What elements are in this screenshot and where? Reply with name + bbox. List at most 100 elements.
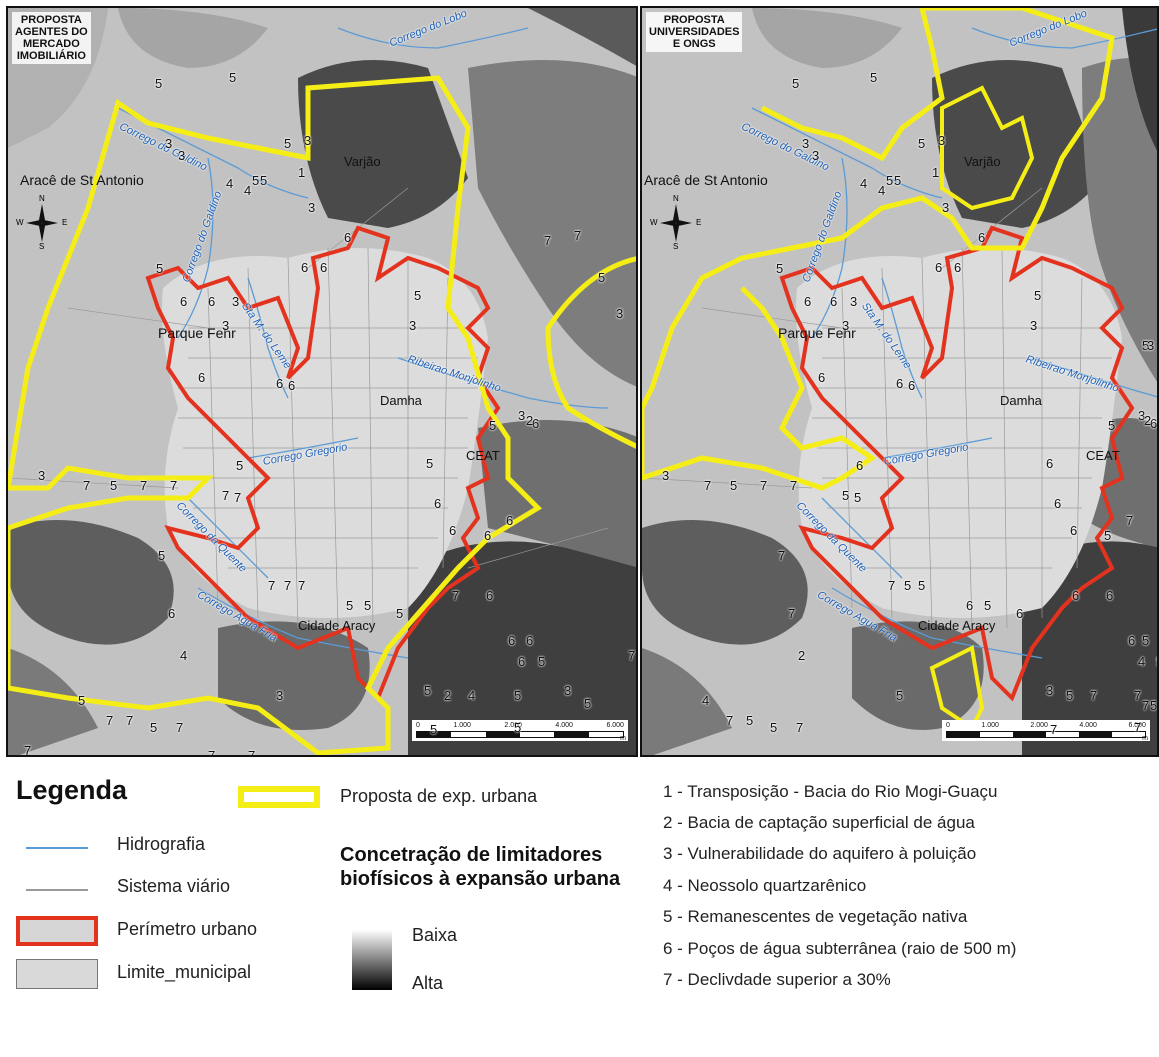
- constraint-code-label: 6: [486, 588, 494, 603]
- constraint-code-label: 3: [1138, 408, 1146, 423]
- zone-dark: [408, 541, 636, 755]
- urban-perimeter: [145, 225, 501, 702]
- constraint-code-label: 7: [83, 478, 91, 493]
- place-parque-fehr: Parque Fehr: [158, 325, 236, 341]
- zone-dark: [642, 520, 808, 645]
- constraint-code-label: 3: [1030, 318, 1038, 333]
- constraint-code-label: 5: [284, 136, 292, 151]
- scale-tick: 4.000: [555, 722, 573, 729]
- constraint-code-label: 7: [234, 490, 242, 505]
- constraint-code-label: 4: [1138, 654, 1146, 669]
- scale-tick: 0: [416, 722, 420, 729]
- constraint-code-label: 6: [208, 294, 216, 309]
- constraint-code-label: 5: [155, 76, 163, 91]
- constraint-code-label: 3: [616, 306, 624, 321]
- constraint-code-label: 6: [978, 230, 986, 245]
- constraint-code-label: 7: [544, 233, 552, 248]
- constraint-code-label: 3: [662, 468, 670, 483]
- urban-area: [796, 248, 1122, 618]
- constraint-code-label: 3: [276, 688, 284, 703]
- legend-title: Legenda: [16, 775, 128, 805]
- urban-perimeter: [779, 225, 1135, 702]
- legend: Legenda Proposta de exp. urbana Hidrogra…: [0, 760, 1159, 1057]
- constraint-code-label: 3: [308, 200, 316, 215]
- constraint-code-label: 6: [449, 523, 457, 538]
- constraint-code-label: 6: [276, 376, 284, 391]
- constraint-code-label: 5: [156, 261, 164, 276]
- constraint-code-label: 5: [776, 261, 784, 276]
- constraint-code-label: 3: [38, 468, 46, 483]
- compass-e: E: [62, 218, 68, 227]
- constraint-code-label: 3: [842, 318, 850, 333]
- constraint-code-label: 7: [24, 743, 32, 757]
- legend-constraint-1: 1 - Transposição - Bacia do Rio Mogi-Gua…: [663, 782, 998, 801]
- constraint-code-label: 7: [452, 588, 460, 603]
- compass-rose-icon: N S W E: [16, 194, 67, 251]
- constraint-code-label: 6: [908, 378, 916, 393]
- compass-n: N: [673, 194, 679, 203]
- constraint-code-label: 5: [1156, 654, 1157, 669]
- legend-heading-gradient: Concetração de limitadores biofísicos à …: [340, 844, 621, 890]
- constraint-code-label: 4: [468, 688, 476, 703]
- constraint-code-label: 5: [430, 722, 438, 737]
- constraint-code-label: 7: [1142, 698, 1150, 713]
- constraint-code-label: 5: [414, 288, 422, 303]
- zone-mid: [478, 420, 636, 567]
- constraint-code-label: 3: [850, 294, 858, 309]
- constraint-code-label: 5: [489, 418, 497, 433]
- constraint-code-label: 6: [344, 230, 352, 245]
- constraint-code-label: 7: [760, 478, 768, 493]
- legend-gradient-high: Alta: [412, 973, 444, 993]
- constraint-code-label: 3: [938, 133, 946, 148]
- compass-n: N: [39, 194, 45, 203]
- constraint-code-label: 3: [802, 136, 810, 151]
- place-damha: Damha: [380, 393, 422, 408]
- constraint-code-label: 5: [538, 654, 546, 669]
- compass-w: W: [650, 218, 658, 227]
- constraint-code-label: 5: [78, 693, 86, 708]
- zone-mid: [642, 648, 732, 755]
- legend-label-limite: Limite_municipal: [117, 962, 252, 982]
- constraint-code-label: 5: [236, 458, 244, 473]
- constraint-code-label: 6: [1106, 588, 1114, 603]
- legend-gradient-low: Baixa: [412, 925, 458, 945]
- constraint-code-label: 5: [918, 136, 926, 151]
- legend-constraint-4: 4 - Neossolo quartzarênico: [663, 876, 867, 895]
- constraint-code-label: 6: [1072, 588, 1080, 603]
- constraint-code-label: 6: [180, 294, 188, 309]
- constraint-code-label: 3: [304, 133, 312, 148]
- legend-swatch-proposta: [238, 786, 320, 808]
- scale-tick: 1.000: [981, 722, 999, 729]
- constraint-code-label: 5: [1108, 418, 1116, 433]
- place-cidade-aracy: Cidade Aracy: [298, 618, 376, 633]
- constraint-code-label: 5: [1142, 633, 1150, 648]
- constraint-code-label: 6: [1150, 416, 1158, 431]
- constraint-code-label: 5: [746, 713, 754, 728]
- constraint-code-label: 5: [792, 76, 800, 91]
- constraint-code-label: 4: [702, 693, 710, 708]
- constraint-code-label: 7: [1134, 720, 1142, 735]
- constraint-code-label: 6: [301, 260, 309, 275]
- place-ceat: CEAT: [466, 448, 500, 463]
- scale-tick: 2.000: [1030, 722, 1048, 729]
- constraint-code-label: 6: [484, 528, 492, 543]
- constraint-code-label: 7: [176, 720, 184, 735]
- compass-rose-icon: N S W E: [650, 194, 701, 251]
- proposal-boundary-east: [545, 256, 636, 449]
- constraint-code-label: 6: [966, 598, 974, 613]
- constraint-code-label: 5: [260, 173, 268, 188]
- constraint-code-label: 7: [126, 713, 134, 728]
- constraint-code-label: 3: [942, 200, 950, 215]
- constraint-code-label: 6: [508, 633, 516, 648]
- constraint-code-label: 6: [198, 370, 206, 385]
- zone-dark: [218, 621, 370, 730]
- constraint-code-label: 7: [628, 648, 636, 663]
- place-damha: Damha: [1000, 393, 1042, 408]
- constraint-code-label: 5: [870, 70, 878, 85]
- scale-bar: 0 1.000 2.000 4.000 6.000 m: [412, 720, 628, 742]
- constraint-code-label: 7: [704, 478, 712, 493]
- constraint-code-label: 4: [226, 176, 234, 191]
- constraint-code-label: 3: [1046, 683, 1054, 698]
- place-araca: Aracê de St Antonio: [644, 172, 768, 188]
- constraint-code-label: 7: [778, 548, 786, 563]
